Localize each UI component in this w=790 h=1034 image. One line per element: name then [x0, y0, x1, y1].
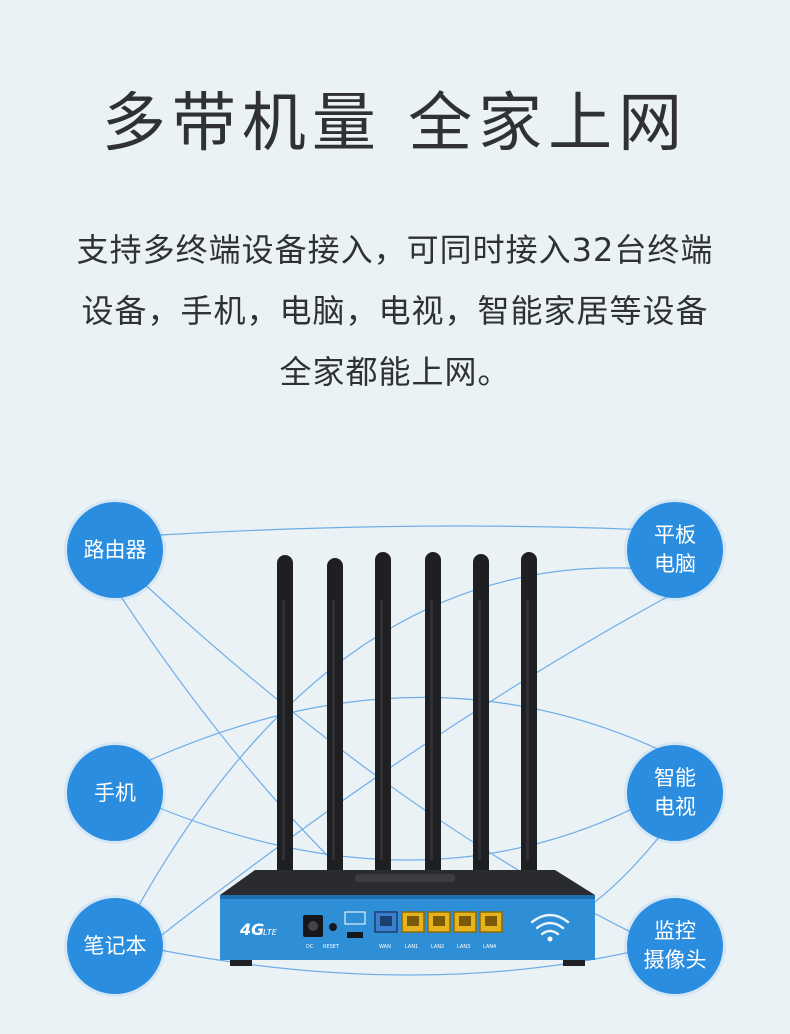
wifi-icon [530, 913, 570, 936]
device-bubble-smart-tv: 智能 电视 [627, 745, 723, 841]
description-line-1: 支持多终端设备接入，可同时接入32台终端 [76, 231, 714, 269]
router-brand-logo: 4G [239, 920, 264, 939]
port-label-lan3: LAN3 [457, 944, 470, 950]
device-camera-label-line2: 摄像头 [643, 948, 707, 972]
device-connection-illustration: 4G LTE DC RESET WAN LAN1 LAN2 [0, 480, 790, 1034]
device-camera-label-line1: 监控 [654, 919, 696, 943]
device-smart-tv-label-line2: 电视 [654, 795, 696, 819]
device-bubble-laptop: 笔记本 [67, 898, 163, 994]
port-label-lan4: LAN4 [483, 944, 496, 950]
device-router-label: 路由器 [83, 537, 147, 562]
port-label-lan2: LAN2 [431, 944, 444, 950]
device-bubble-tablet: 平板 电脑 [627, 502, 723, 598]
port-label-reset: RESET [323, 944, 340, 950]
router-brand-sub: LTE [263, 928, 278, 937]
port-label-dc: DC [306, 944, 314, 950]
description: 支持多终端设备接入，可同时接入32台终端 设备，手机，电脑，电视，智能家居等设备… [40, 220, 750, 403]
description-line-2: 设备，手机，电脑，电视，智能家居等设备 [81, 292, 709, 330]
device-tablet-label-line2: 电脑 [654, 552, 696, 576]
device-bubble-router: 路由器 [67, 502, 163, 598]
port-label-lan1: LAN1 [405, 944, 418, 950]
description-line-3: 全家都能上网。 [279, 353, 511, 391]
device-bubble-phone: 手机 [67, 745, 163, 841]
port-label-wan: WAN [379, 944, 391, 950]
headline: 多带机量 全家上网 [101, 87, 689, 161]
device-bubble-camera: 监控 摄像头 [627, 898, 723, 994]
device-laptop-label: 笔记本 [83, 933, 147, 958]
device-phone-label: 手机 [94, 780, 136, 805]
device-tablet-label-line1: 平板 [654, 523, 696, 547]
device-smart-tv-label-line1: 智能 [654, 766, 696, 790]
router-image: 4G LTE DC RESET WAN LAN1 LAN2 [220, 552, 595, 966]
